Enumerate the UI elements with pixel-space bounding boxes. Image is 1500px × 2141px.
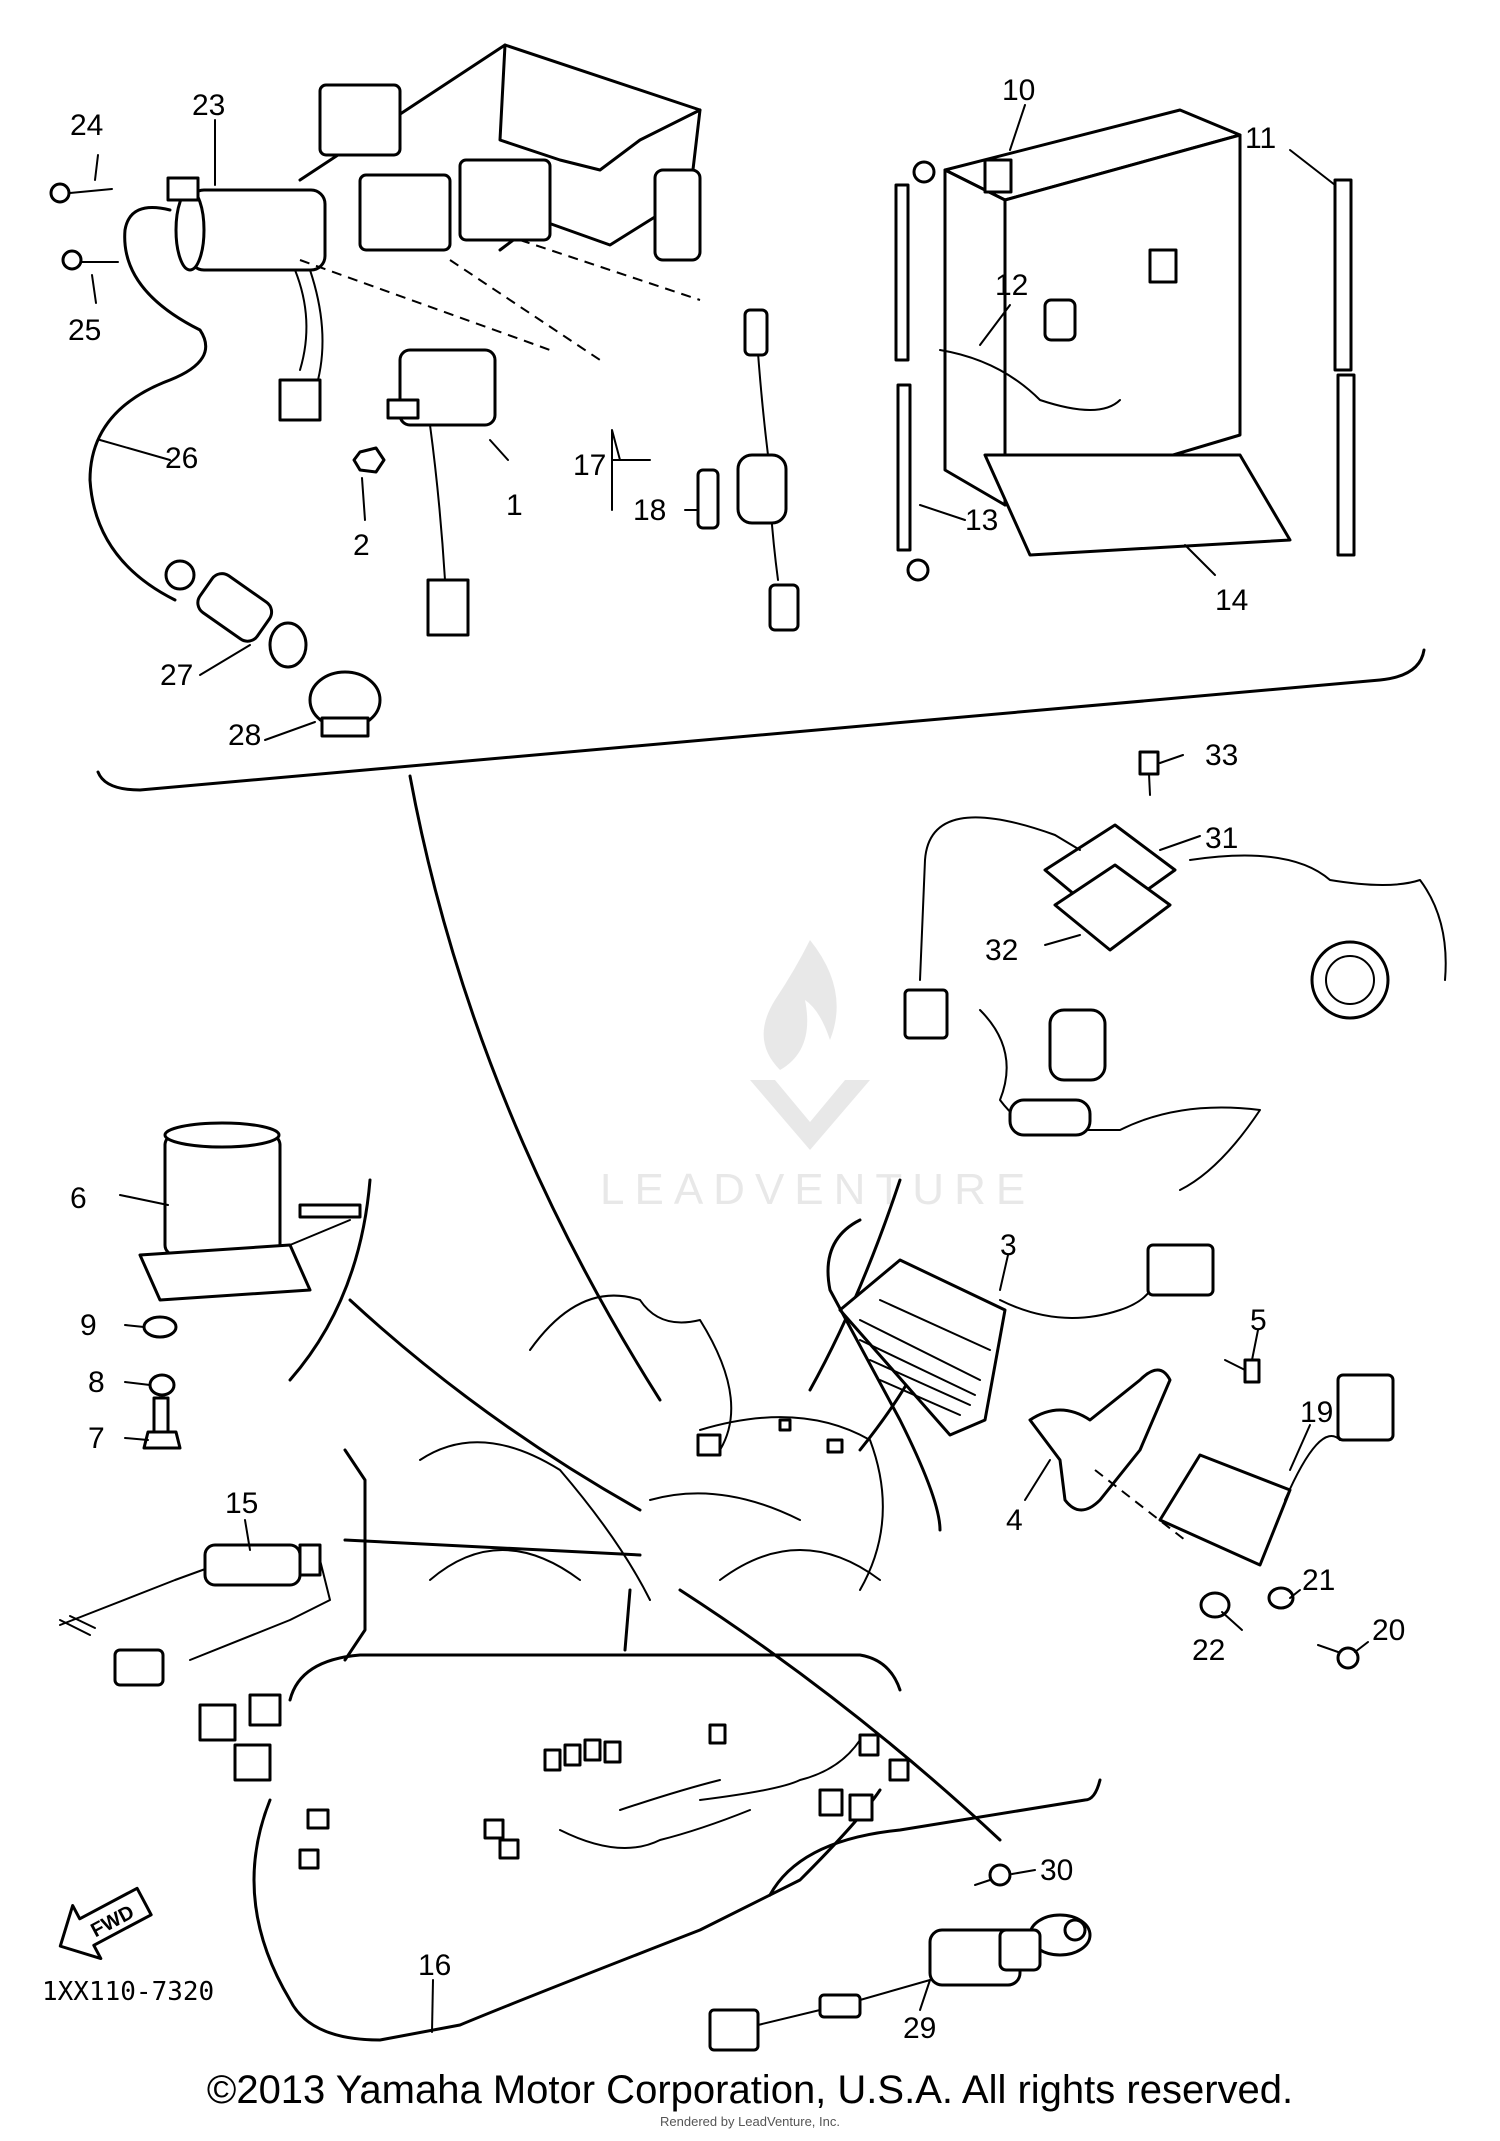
- ignition-coil: [88, 176, 327, 602]
- callout-31: 31: [1205, 822, 1238, 855]
- callout-leaders: [91, 104, 1369, 2033]
- mounting-bracket: [1028, 1368, 1186, 1541]
- battery-band: [1333, 178, 1356, 557]
- starter-relay: [386, 348, 497, 637]
- fuse-holder: [736, 308, 800, 632]
- main-switch: [59, 1543, 331, 1687]
- callout-16: 16: [418, 1949, 451, 1982]
- callout-30: 30: [1040, 1854, 1073, 1887]
- spark-plug-boot: [308, 670, 382, 738]
- cdi-unit: [1158, 1373, 1395, 1567]
- callout-5: 5: [1250, 1304, 1267, 1337]
- leader-line: [678, 1588, 1002, 1842]
- callout-26: 26: [165, 442, 198, 475]
- callout-7: 7: [88, 1422, 105, 1455]
- forward-arrow-icon: FWD: [58, 1886, 153, 1961]
- battery-negative-lead: [894, 160, 936, 582]
- fuse: [696, 468, 720, 530]
- callout-27: 27: [160, 659, 193, 692]
- callout-17: 17: [573, 449, 606, 482]
- callout-6: 6: [70, 1182, 87, 1215]
- callout-18: 18: [633, 494, 666, 527]
- callout-33: 33: [1205, 739, 1238, 772]
- bracket-switch: [343, 1448, 367, 1662]
- callout-15: 15: [225, 1487, 258, 1520]
- starter-motor: [138, 1121, 362, 1302]
- wire-harness: [198, 1693, 910, 2042]
- rectifier-regulator: [838, 1243, 1215, 1437]
- leader-line: [348, 1298, 642, 1512]
- leader-line: [623, 1588, 632, 1652]
- callout-29: 29: [903, 2012, 936, 2045]
- callout-4: 4: [1006, 1504, 1023, 1537]
- spark-plug-cap: [164, 559, 308, 669]
- leader-line: [343, 1538, 642, 1557]
- pickup-coil: [708, 1913, 1092, 2052]
- callout-11: 11: [1245, 122, 1276, 155]
- callout-19: 19: [1300, 1396, 1333, 1429]
- neutral-switch: [903, 750, 1177, 1040]
- bolt-5: [1224, 1358, 1261, 1384]
- callout-21: 21: [1302, 1564, 1335, 1597]
- callout-8: 8: [88, 1366, 105, 1399]
- battery: [939, 108, 1292, 557]
- nut-2: [352, 446, 386, 474]
- engine-case-outline: [979, 854, 1447, 1191]
- callout-12: 12: [995, 269, 1028, 302]
- bolt-24: [49, 182, 113, 204]
- harness-bracket: [288, 1653, 902, 1702]
- top-group-bracket: [96, 648, 1426, 792]
- callout-13: 13: [965, 504, 998, 537]
- callout-14: 14: [1215, 584, 1248, 617]
- callout-3: 3: [1000, 1229, 1017, 1262]
- callout-20: 20: [1372, 1614, 1405, 1647]
- battery-box: [298, 43, 702, 361]
- copyright-notice: ©2013 Yamaha Motor Corporation, U.S.A. A…: [206, 2068, 1294, 2112]
- callout-24: 24: [70, 109, 103, 142]
- sub-bracket: [768, 1778, 1102, 1897]
- callout-32: 32: [985, 934, 1018, 967]
- callout-10: 10: [1002, 74, 1035, 107]
- diagram-code: 1XX110-7320: [42, 1977, 214, 2007]
- callout-22: 22: [1192, 1634, 1225, 1667]
- callout-28: 28: [228, 719, 261, 752]
- washer-9: [142, 1315, 178, 1339]
- leader-line: [408, 774, 662, 1402]
- bracket-starter: [288, 1178, 372, 1382]
- callout-23: 23: [192, 89, 225, 122]
- screw-30: [974, 1863, 1012, 1887]
- bolt-7: [142, 1396, 182, 1450]
- washer-8: [148, 1373, 176, 1397]
- callout-9: 9: [80, 1309, 97, 1342]
- callout-2: 2: [353, 529, 370, 562]
- bolt-25: [61, 249, 119, 271]
- vehicle-outline: [419, 1294, 884, 1601]
- callout-1: 1: [506, 489, 523, 522]
- bolt-20: [1317, 1644, 1360, 1670]
- leader-line: [808, 1178, 902, 1392]
- bracket-rectifier: [826, 1218, 942, 1532]
- nut-21: [1267, 1586, 1295, 1610]
- callout-25: 25: [68, 314, 101, 347]
- render-credit: Rendered by LeadVenture, Inc.: [660, 2114, 840, 2129]
